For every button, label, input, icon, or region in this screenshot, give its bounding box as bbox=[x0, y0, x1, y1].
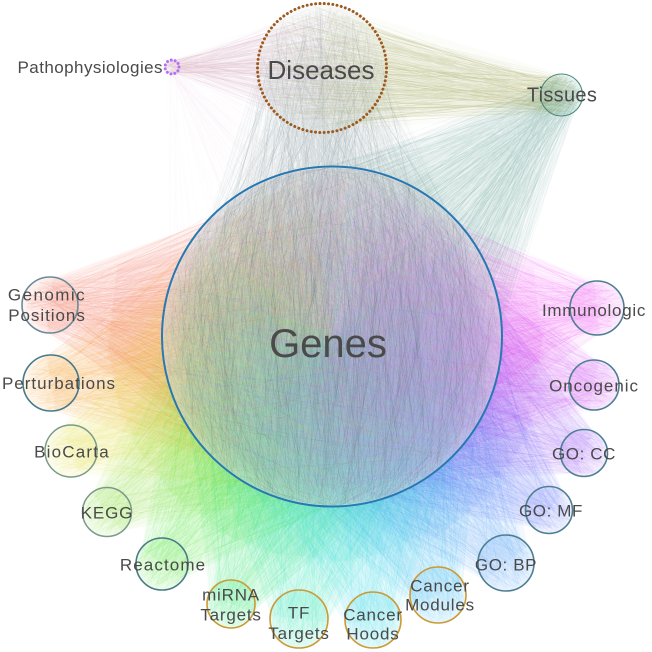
svg-text:Genomic: Genomic bbox=[8, 286, 86, 305]
svg-text:Modules: Modules bbox=[405, 596, 475, 615]
svg-text:Targets: Targets bbox=[200, 606, 261, 625]
svg-text:Diseases: Diseases bbox=[268, 55, 375, 85]
svg-text:GO: CC: GO: CC bbox=[552, 445, 616, 464]
svg-text:Cancer: Cancer bbox=[343, 606, 403, 625]
svg-text:BioCarta: BioCarta bbox=[34, 443, 110, 462]
svg-text:Pathophysiologies: Pathophysiologies bbox=[18, 58, 163, 77]
svg-text:Positions: Positions bbox=[8, 306, 86, 325]
svg-text:TF: TF bbox=[288, 604, 310, 623]
svg-text:Genes: Genes bbox=[269, 322, 387, 366]
svg-text:Hoods: Hoods bbox=[346, 625, 399, 644]
svg-text:Immunologic: Immunologic bbox=[542, 301, 646, 320]
svg-text:Cancer: Cancer bbox=[410, 577, 470, 596]
svg-text:Tissues: Tissues bbox=[527, 85, 597, 107]
svg-text:GO: BP: GO: BP bbox=[475, 556, 537, 575]
svg-text:Oncogenic: Oncogenic bbox=[549, 377, 639, 396]
svg-text:KEGG: KEGG bbox=[81, 504, 134, 523]
svg-text:Reactome: Reactome bbox=[120, 556, 206, 575]
svg-text:Targets: Targets bbox=[268, 624, 329, 643]
svg-text:miRNA: miRNA bbox=[202, 586, 260, 605]
svg-text:Perturbations: Perturbations bbox=[2, 374, 116, 393]
svg-text:GO: MF: GO: MF bbox=[519, 502, 583, 521]
